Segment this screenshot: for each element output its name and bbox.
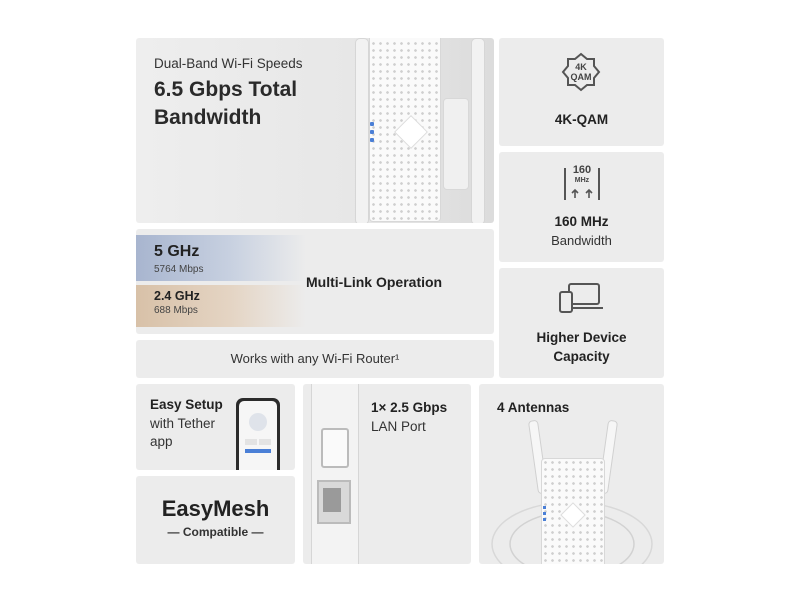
capacity-title: Higher Device Capacity	[536, 330, 627, 364]
phone-icon	[236, 398, 280, 470]
hero-tile: Dual-Band Wi-Fi Speeds 6.5 Gbps Total Ba…	[136, 38, 494, 223]
antennas-tile: 4 Antennas	[479, 384, 664, 564]
router-compat-text: Works with any Wi-Fi Router¹	[230, 351, 400, 366]
bandwidth-icon-number: 160	[572, 164, 592, 176]
qam-icon-text: 4K QAM	[570, 62, 592, 82]
mhz-title: 160 MHz	[554, 214, 609, 229]
extender-device-image	[351, 38, 494, 223]
qam-icon: 4K QAM	[561, 52, 601, 92]
band-5ghz-rate: 5764 Mbps	[154, 264, 204, 275]
band-5ghz-bar	[136, 235, 306, 281]
qam-tile: 4K QAM 4K-QAM	[499, 38, 664, 146]
easy-setup-tile: Easy Setup with Tether app	[136, 384, 295, 470]
setup-title: Easy Setup	[150, 397, 223, 412]
lan-title: 1× 2.5 Gbps	[371, 400, 448, 415]
easymesh-tile: EasyMesh — Compatible —	[136, 476, 295, 564]
mhz-subtitle: Bandwidth	[551, 233, 612, 248]
mlo-label: Multi-Link Operation	[306, 274, 443, 290]
router-compat-tile: Works with any Wi-Fi Router¹	[136, 340, 494, 378]
band-24ghz-name: 2.4 GHz	[154, 289, 200, 303]
qam-label: 4K-QAM	[554, 112, 609, 127]
hero-subtitle: Dual-Band Wi-Fi Speeds	[154, 56, 303, 71]
band-24ghz-rate: 688 Mbps	[154, 305, 198, 316]
easymesh-subtitle: — Compatible —	[167, 525, 264, 539]
band-24ghz-bar	[136, 285, 306, 327]
bands-tile: 5 GHz 5764 Mbps 2.4 GHz 688 Mbps Multi-L…	[136, 229, 494, 334]
devices-icon	[557, 280, 607, 316]
extender-antennas-image	[527, 414, 619, 564]
hero-headline: 6.5 Gbps Total Bandwidth	[154, 78, 298, 129]
lan-subtitle: LAN Port	[371, 419, 426, 434]
capacity-tile: Higher Device Capacity	[499, 268, 664, 378]
easymesh-title: EasyMesh	[161, 496, 270, 521]
lan-port-tile: 1× 2.5 Gbps LAN Port	[303, 384, 471, 564]
band-5ghz-name: 5 GHz	[154, 243, 200, 260]
mhz-tile: 160 MHz 160 MHz Bandwidth	[499, 152, 664, 262]
lan-port-image	[303, 384, 365, 564]
bandwidth-icon: 160 MHz	[561, 162, 603, 204]
antennas-title: 4 Antennas	[497, 400, 570, 415]
setup-text: with Tether app	[150, 416, 216, 449]
bandwidth-icon-unit: MHz	[574, 177, 590, 184]
